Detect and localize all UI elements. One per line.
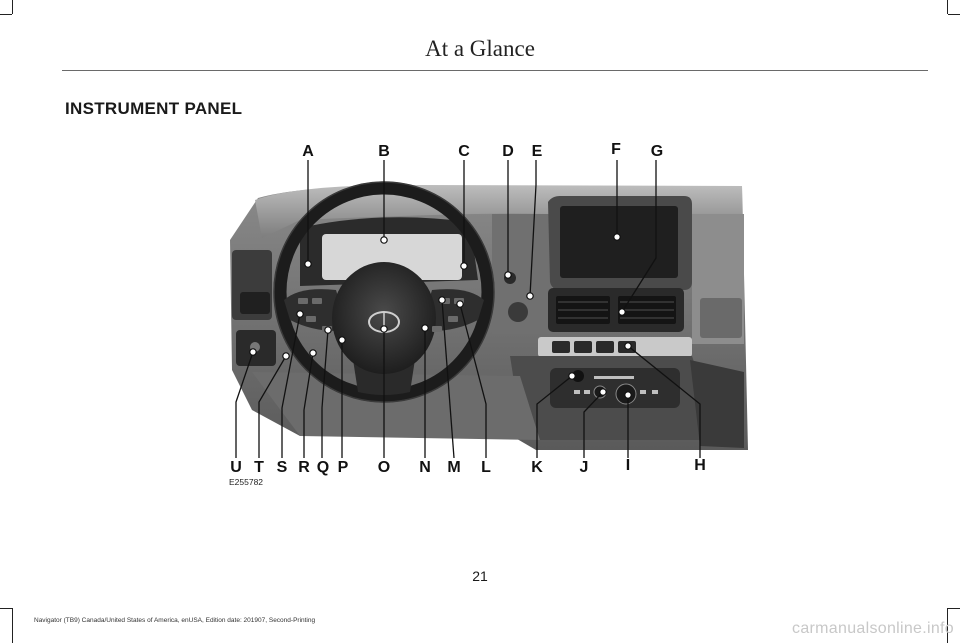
callout-label: R	[298, 459, 310, 476]
page-number: 21	[472, 568, 488, 584]
callout-leader-lines	[235, 160, 701, 459]
crop-mark	[947, 0, 948, 14]
callout-label: G	[651, 143, 663, 160]
callout-label: O	[378, 459, 390, 476]
crop-mark	[0, 14, 12, 15]
crop-mark	[948, 14, 960, 15]
callout-label: S	[277, 459, 288, 476]
crop-mark	[948, 608, 960, 609]
dashboard-photo	[230, 181, 748, 450]
callout-label: E	[532, 143, 543, 160]
callout-label: B	[378, 143, 390, 160]
bottom-callouts: U T S R Q P O N M L K J I H	[230, 457, 706, 476]
callout-label: P	[338, 459, 349, 476]
callout-label: L	[481, 459, 491, 476]
callout-label: M	[447, 459, 460, 476]
top-callouts: A B C D E F G	[302, 141, 663, 160]
watermark: carmanualsonline.info	[792, 620, 954, 637]
crop-mark	[0, 608, 12, 609]
callout-label: I	[626, 457, 630, 474]
crop-mark	[947, 608, 948, 643]
callout-label: F	[611, 141, 621, 158]
callout-label: D	[502, 143, 514, 160]
callout-label: J	[580, 459, 589, 476]
crop-mark	[12, 608, 13, 643]
section-title: INSTRUMENT PANEL	[65, 99, 243, 118]
crop-mark	[12, 0, 13, 14]
figure-id: E255782	[229, 477, 263, 487]
header-rule	[62, 70, 928, 72]
callout-label: H	[694, 457, 706, 474]
page-header-title: At a Glance	[425, 36, 535, 61]
callout-label: T	[254, 459, 264, 476]
callout-label: N	[419, 459, 431, 476]
callout-label: U	[230, 459, 242, 476]
footer-edition-text: Navigator (TB9) Canada/United States of …	[34, 617, 316, 624]
callout-label: K	[531, 459, 543, 476]
callout-label: Q	[317, 459, 329, 476]
callout-label: A	[302, 143, 314, 160]
callout-label: C	[458, 143, 470, 160]
callout-dots	[249, 233, 632, 399]
